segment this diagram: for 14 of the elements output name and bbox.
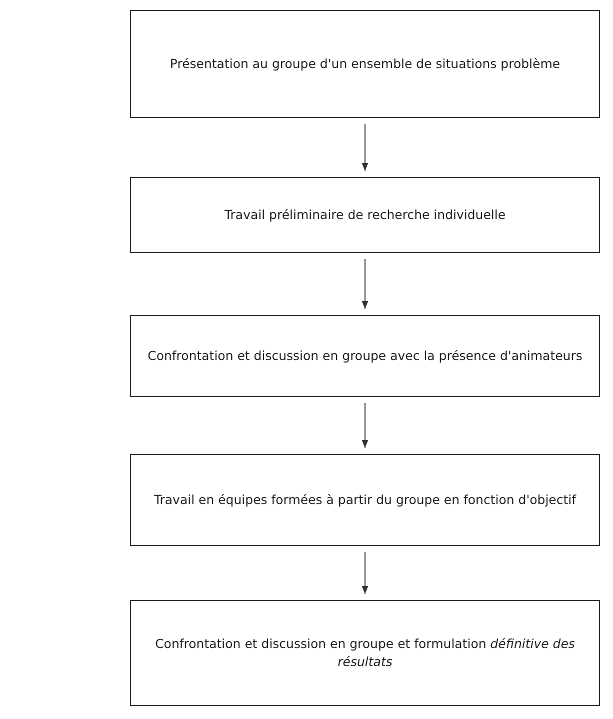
step-text: Travail préliminaire de recherche individuelle	[224, 206, 506, 224]
process-box	[130, 315, 600, 397]
arrow	[362, 552, 368, 594]
step-text: Présentation au groupe d'un ensemble de situations problème	[170, 54, 560, 73]
step-text: Confrontation et discussion en groupe avec la présence d'animateurs	[148, 346, 582, 365]
process-box	[130, 10, 600, 118]
arrow	[362, 402, 368, 448]
process-box	[130, 177, 600, 253]
arrow	[362, 258, 368, 310]
step-text: Confrontation et discussion en groupe et formulation définitive des résultats	[154, 634, 576, 671]
process-box	[130, 600, 600, 706]
process-box	[130, 454, 600, 546]
step-text: Travail en équipes formées à partir du groupe en fonction d'objectif	[154, 490, 576, 509]
arrow	[362, 124, 368, 172]
